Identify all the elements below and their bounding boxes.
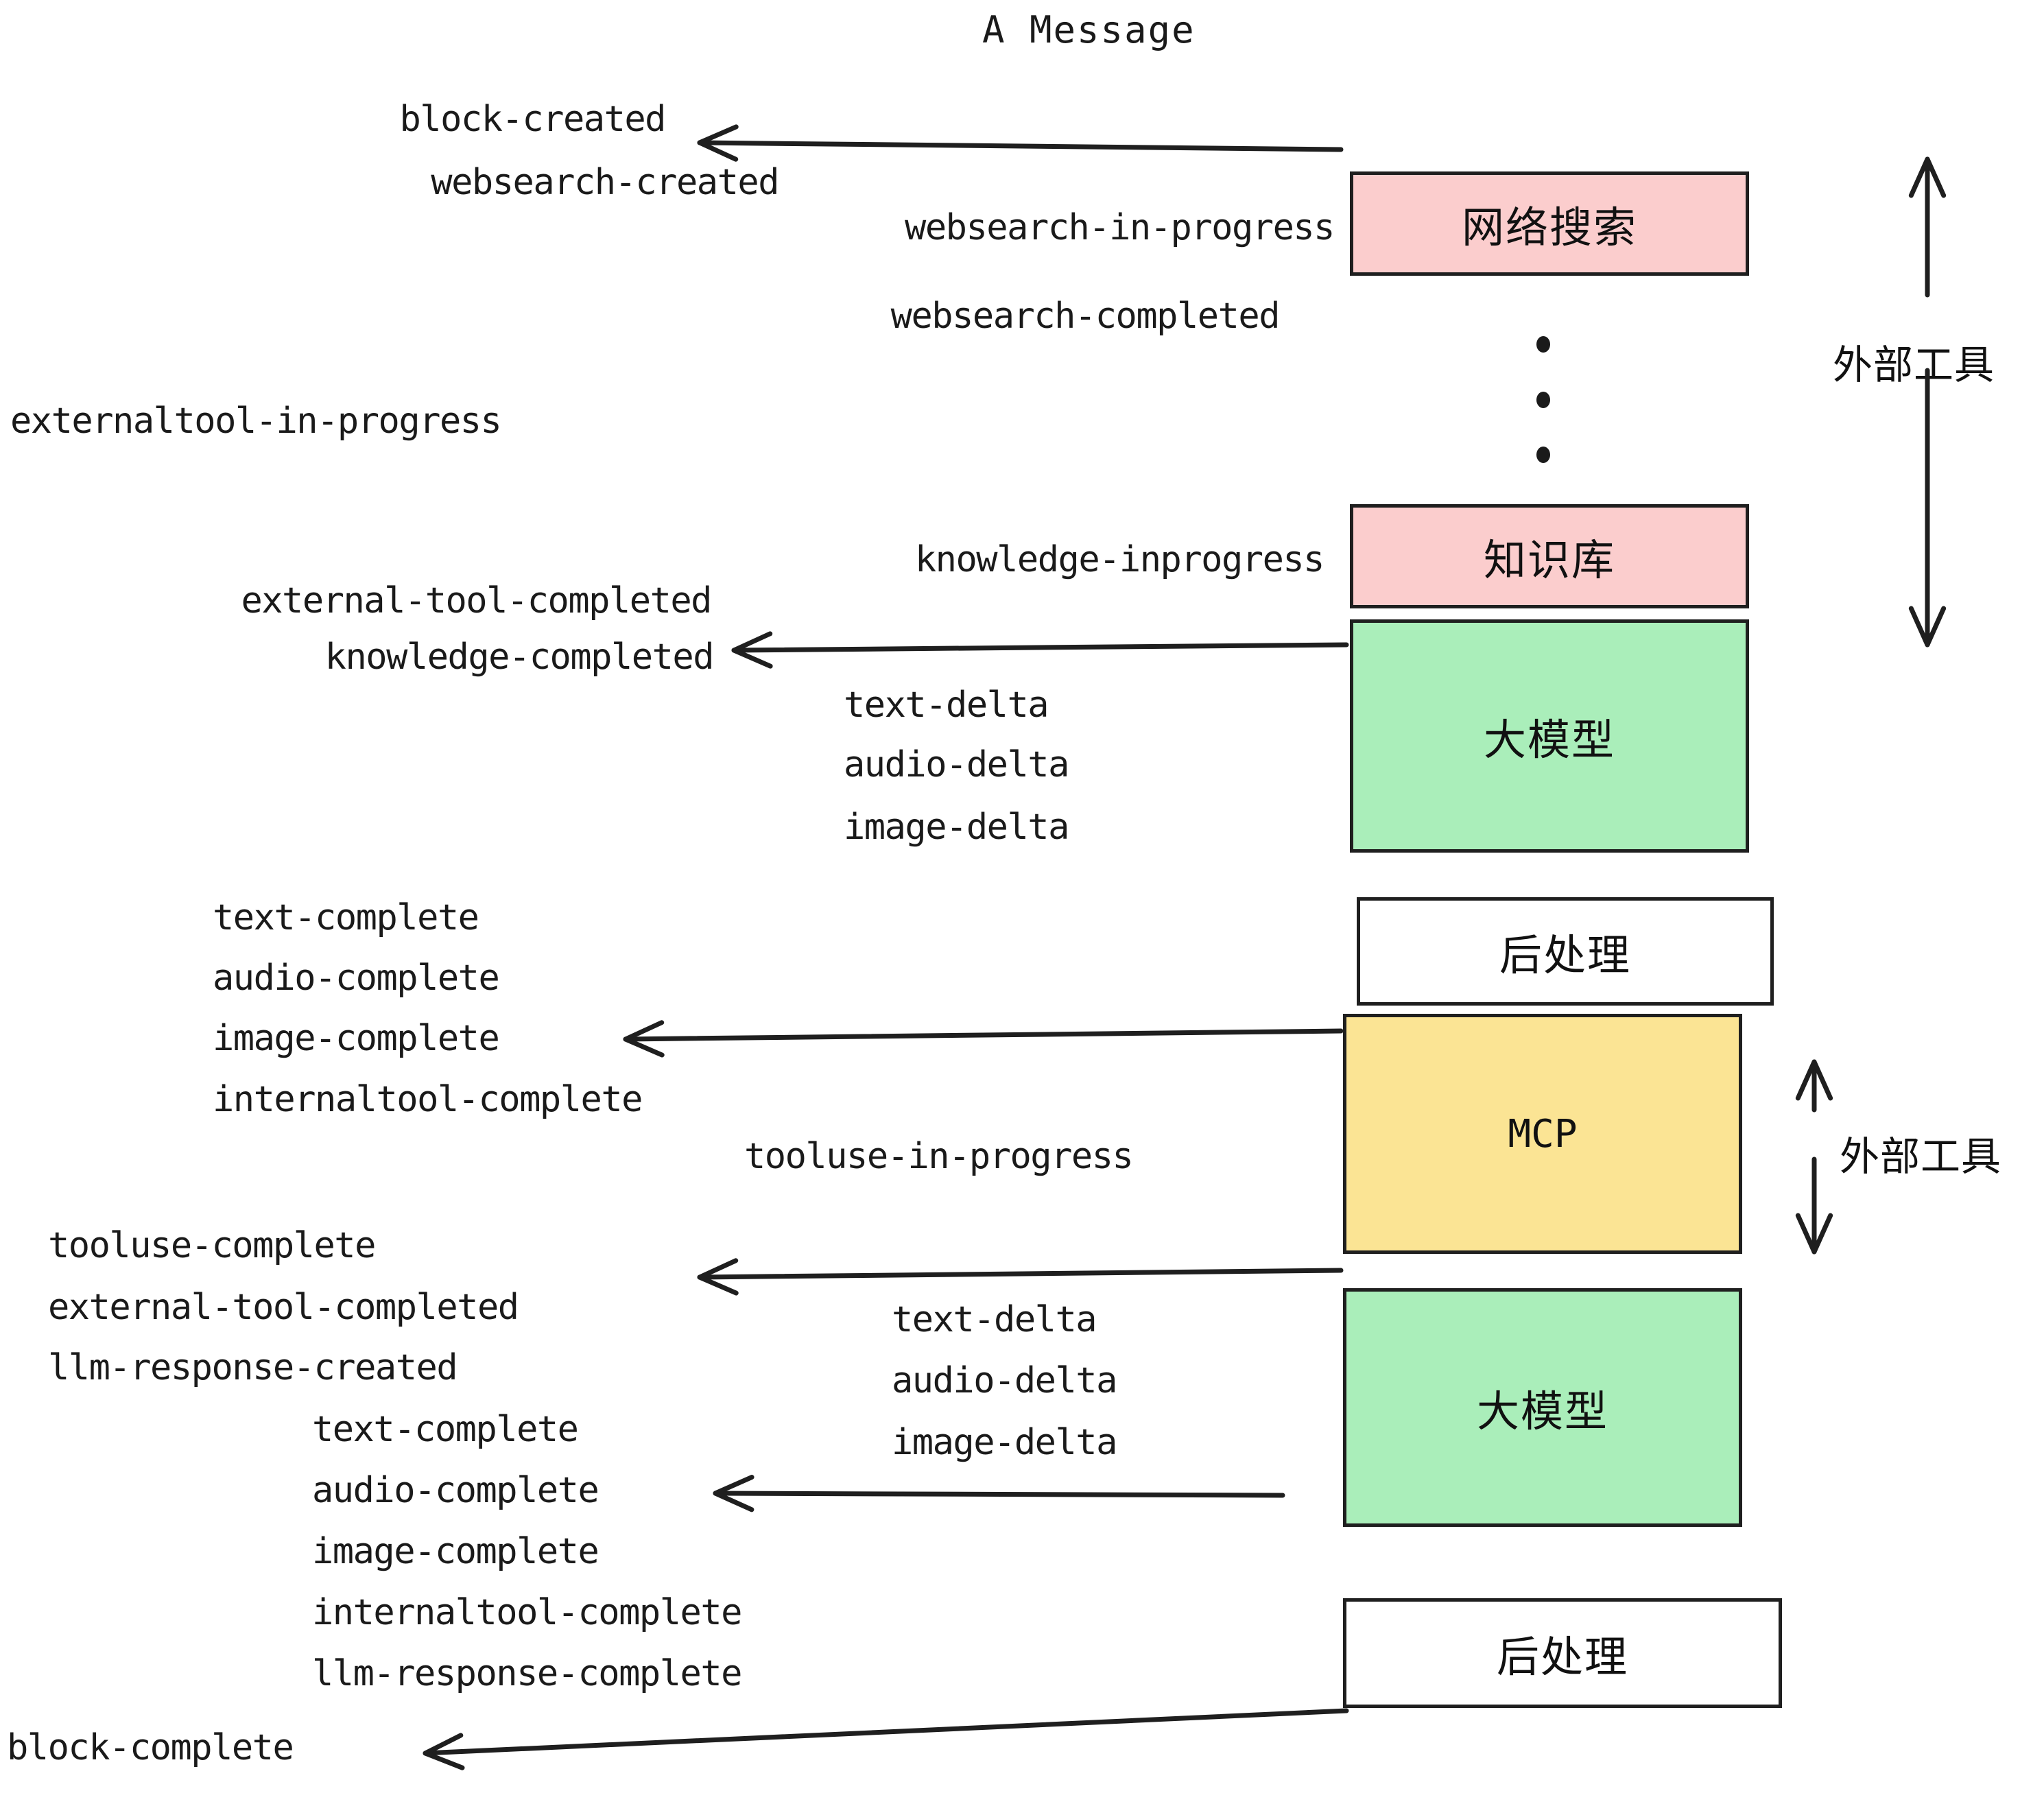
event-label-tooluse-in-progress: tooluse-in-progress [744, 1136, 1134, 1177]
event-label-text-delta-1: text-delta [844, 685, 1049, 726]
arrow-audio-complete-head [713, 1475, 754, 1512]
arrow-tooluse-complete-head [697, 1258, 739, 1296]
event-label-text-delta-2: text-delta [892, 1299, 1097, 1340]
arrow-external-tools-top-dn-head [1908, 606, 1947, 648]
event-label-knowledge-completed: knowledge-completed [324, 637, 715, 678]
event-label-text-complete-2: text-complete [312, 1409, 579, 1450]
event-label-tooluse-complete: tooluse-complete [48, 1225, 376, 1266]
event-label-image-complete-2: image-complete [312, 1531, 599, 1572]
event-label-externaltool-in-progress: externaltool-in-progress [10, 401, 502, 442]
side-label-external-tools-bottom: 外部工具 [1840, 1133, 2002, 1180]
arrow-image-complete-head [623, 1020, 665, 1058]
box-label: 网络搜索 [1461, 202, 1637, 252]
box-llm-bottom: 大模型 [1343, 1288, 1742, 1527]
event-label-text-complete-1: text-complete [213, 897, 479, 938]
event-label-internaltool-complete-1: internaltool-complete [213, 1079, 643, 1120]
box-label: MCP [1508, 1111, 1578, 1156]
box-label: 后处理 [1496, 1632, 1628, 1682]
event-label-llm-response-complete: llm-response-complete [312, 1653, 742, 1694]
box-mcp: MCP [1343, 1014, 1742, 1254]
event-label-audio-complete-1: audio-complete [213, 958, 500, 999]
box-knowledge: 知识库 [1350, 504, 1749, 608]
arrow-external-tools-bot-up-head [1795, 1059, 1833, 1101]
event-label-knowledge-inprogress: knowledge-inprogress [914, 539, 1325, 580]
event-label-image-delta-1: image-delta [844, 807, 1069, 848]
arrow-knowledge-completed-head [731, 631, 773, 669]
event-label-websearch-created: websearch-created [431, 162, 779, 203]
arrow-external-tools-bot-dn-head [1795, 1213, 1833, 1255]
arrow-external-tools-top-head [1908, 156, 1947, 198]
event-label-image-complete-1: image-complete [213, 1018, 500, 1059]
event-label-audio-complete-2: audio-complete [312, 1470, 599, 1511]
event-label-websearch-in-progress: websearch-in-progress [905, 207, 1335, 248]
event-label-llm-response-created: llm-response-created [48, 1347, 458, 1388]
box-label: 知识库 [1483, 535, 1615, 585]
arrow-block-created-head [697, 124, 739, 162]
arrow-tooluse-complete [697, 1268, 1344, 1280]
event-label-external-tool-completed-1: external-tool-completed [241, 580, 712, 621]
event-label-internaltool-complete-2: internaltool-complete [312, 1592, 742, 1633]
event-label-block-created: block-created [399, 99, 667, 140]
arrow-block-complete-head [423, 1733, 465, 1770]
arrow-audio-complete [713, 1491, 1285, 1498]
box-websearch: 网络搜索 [1350, 171, 1749, 276]
ellipsis-dot [1536, 336, 1550, 353]
box-label: 大模型 [1483, 715, 1615, 765]
arrow-block-created [697, 140, 1344, 152]
side-label-external-tools-top: 外部工具 [1833, 342, 1995, 388]
box-postprocess-bottom: 后处理 [1343, 1598, 1782, 1708]
ellipsis-dot [1536, 391, 1550, 408]
box-postprocess-top: 后处理 [1357, 897, 1774, 1006]
event-label-websearch-completed: websearch-completed [890, 296, 1281, 337]
event-label-external-tool-completed-2: external-tool-completed [48, 1287, 519, 1328]
event-label-block-complete: block-complete [7, 1727, 294, 1768]
ellipsis-dot [1536, 447, 1550, 463]
page-title: A Message [982, 8, 1196, 51]
box-label: 后处理 [1499, 930, 1631, 980]
event-label-image-delta-2: image-delta [892, 1422, 1117, 1463]
event-label-audio-delta-2: audio-delta [892, 1360, 1117, 1401]
event-label-audio-delta-1: audio-delta [844, 744, 1069, 785]
arrow-image-complete [623, 1028, 1344, 1042]
box-llm-top: 大模型 [1350, 619, 1749, 853]
vertical-ellipsis [1535, 336, 1552, 463]
box-label: 大模型 [1476, 1386, 1608, 1436]
arrow-knowledge-completed [731, 642, 1349, 653]
arrow-block-complete [423, 1708, 1349, 1756]
